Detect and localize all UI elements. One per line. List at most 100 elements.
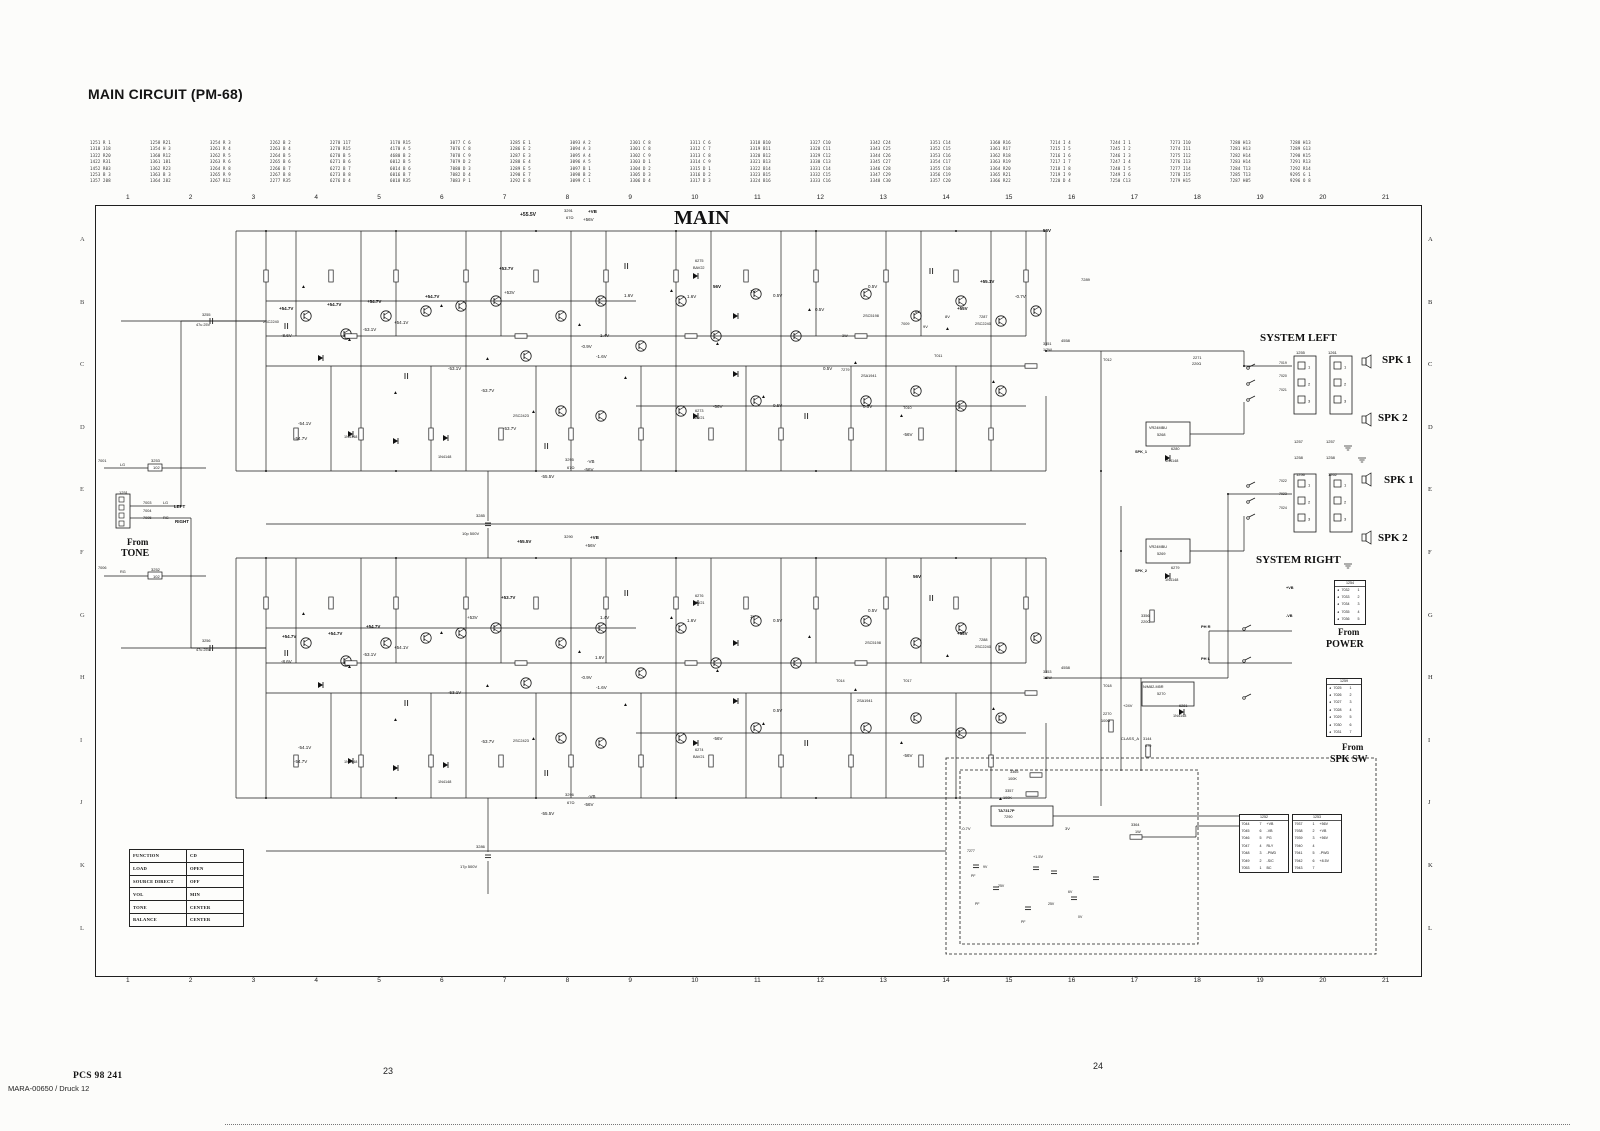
wire: [1248, 497, 1256, 502]
schematic-label: -56V: [903, 432, 913, 437]
pin: [1297, 361, 1306, 370]
schematic-label: 7009: [901, 322, 910, 326]
resistor: [953, 269, 959, 283]
wire: [678, 738, 685, 743]
schematic-label: 67Ω: [566, 215, 574, 220]
warning-triangle-icon: ▲: [485, 356, 490, 362]
grid-number: 11: [754, 977, 761, 984]
pin: [118, 520, 125, 527]
grid-number: 12: [816, 194, 825, 201]
warning-triangle-icon: ▲: [761, 394, 766, 400]
connector-pin-text: 7030: [1333, 722, 1342, 727]
page-number-left: 23: [383, 1066, 394, 1076]
warning-triangle-icon: ▲: [393, 390, 398, 396]
connector-pin-text: 5: [1349, 715, 1352, 720]
schematic-label: 1262: [1328, 472, 1337, 477]
schematic-label: -53.1V: [448, 690, 462, 695]
transistor: [555, 637, 567, 649]
transistor: [490, 295, 502, 307]
wire: [303, 311, 310, 316]
wire: [458, 306, 465, 311]
diode: [318, 682, 323, 688]
schematic-label: -1.6V: [596, 685, 607, 690]
connector-pin-text: 1: [1349, 685, 1352, 690]
wire: [1244, 693, 1252, 698]
connector-pin-text: 7048: [1241, 851, 1250, 856]
resistor: [463, 596, 469, 610]
transistor: [860, 395, 872, 407]
warning-triangle-icon: ▲: [669, 615, 674, 621]
wire: [1248, 481, 1256, 486]
connector-pin-text: -VB: [1266, 828, 1273, 833]
schematic-label: -0.9V: [581, 344, 592, 349]
connector-pin-text: 7032: [1341, 587, 1350, 592]
page-title: MAIN CIRCUIT (PM-68): [88, 86, 243, 102]
schematic-label: -56V: [713, 404, 723, 409]
connector-pin-text: 3: [1259, 851, 1262, 856]
warning-triangle-icon: ▲: [623, 375, 628, 381]
parts-column: 3170 R15 4170 A 5 4680 B 2 6012 B 5 6014…: [390, 140, 411, 184]
schematic-label: SPK 2: [1378, 532, 1408, 544]
box: [1329, 355, 1353, 415]
parts-column: 3077 C 6 7076 C 8 7078 C 9 7079 D 2 7080…: [450, 140, 471, 184]
wire: [558, 733, 565, 738]
schematic-label: 0.5V: [773, 293, 783, 298]
schematic-label: 2SC5198: [865, 641, 881, 645]
parts-column: 3254 R 3 3261 R 4 3262 R 5 3263 R 6 3264…: [210, 140, 231, 184]
schematic-label: 1.6V: [687, 618, 697, 623]
grid-number: 6: [440, 977, 444, 984]
arrow-icon: ◄: [1328, 707, 1332, 712]
junction-dot: [395, 797, 397, 799]
arrow-icon: ◄: [1328, 722, 1332, 727]
resistor: [953, 596, 959, 610]
schematic-label: 7019: [1279, 361, 1287, 365]
schematic-label: +53V: [467, 615, 478, 620]
schematic-label: +1.5V: [1033, 855, 1044, 859]
schematic-label: BAV21: [693, 755, 705, 759]
transistor: [1030, 305, 1042, 317]
wire: [1248, 513, 1256, 518]
pin: [1333, 361, 1342, 370]
wire: [793, 663, 800, 668]
warning-triangle-icon: ▲: [669, 288, 674, 294]
warning-triangle-icon: ▲: [899, 413, 904, 419]
grid-number: 17: [1130, 194, 1139, 201]
schematic-label: 100K: [1003, 796, 1012, 800]
junction-dot: [395, 557, 397, 559]
junction-dot: [265, 797, 267, 799]
schematic-label: 1W: [1135, 830, 1141, 834]
schematic-label: 5269: [1157, 552, 1166, 556]
wire: [558, 738, 565, 743]
transistor: [995, 385, 1007, 397]
connector-pin-text: +VB: [1266, 821, 1274, 826]
connector-pin-text: 7031: [1333, 729, 1342, 734]
schematic-label: 3290: [564, 534, 573, 539]
connector-pin-text: 7029: [1333, 715, 1342, 720]
resistor: [514, 333, 528, 339]
grid-letter: G: [1428, 611, 1433, 619]
schematic-label: 3291: [564, 208, 573, 213]
connector-pin-text: -PWD: [1266, 851, 1277, 856]
connector-pin-text: 7025: [1333, 685, 1342, 690]
diode: [733, 640, 738, 646]
wire: [958, 401, 965, 406]
connector-pin-text: 7942: [1294, 858, 1303, 863]
grid-number: 18: [1193, 977, 1201, 984]
pin: [1333, 496, 1342, 505]
grid-letter: C: [1428, 361, 1433, 369]
schematic-label: 2SC2240: [975, 645, 991, 649]
schematic-label: +53V: [504, 290, 515, 295]
wire: [793, 658, 800, 663]
parts-column: 3285 E 1 3286 E 2 3287 E 3 3288 E 4 3289…: [510, 140, 531, 184]
schematic-label: -VB: [1286, 614, 1293, 618]
pin-number: 1: [1308, 483, 1311, 488]
schematic-label: 2270: [1103, 712, 1112, 716]
schematic-label: +54.7V: [279, 306, 294, 311]
schematic-label: From: [127, 537, 149, 547]
grid-letter: G: [80, 611, 85, 619]
grid-number: 13: [879, 194, 887, 201]
parts-column: 3311 C 6 3312 C 7 3313 C 8 3314 C 9 3315…: [690, 140, 711, 184]
resistor: [1029, 772, 1043, 778]
wire: [493, 296, 500, 301]
